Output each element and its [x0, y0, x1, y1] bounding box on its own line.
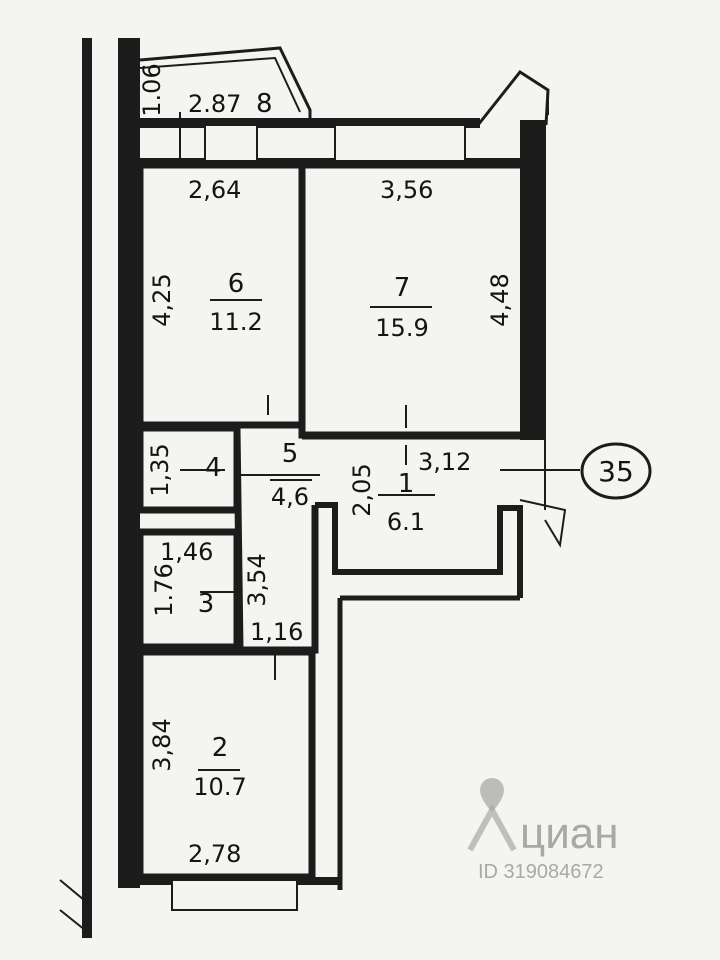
room-7-area: 15.9	[375, 314, 428, 342]
room-3-height: 1.76	[150, 563, 178, 616]
room-5-number: 5	[282, 439, 299, 469]
room-2-area: 10.7	[193, 773, 246, 801]
room-5-height: 3,54	[243, 553, 271, 606]
room-2-walls	[136, 648, 340, 911]
room-7-number: 7	[394, 273, 411, 303]
location-pin-icon	[480, 778, 504, 812]
room-5-area: 4,6	[271, 483, 309, 511]
cian-watermark: циан ID 319084672	[467, 778, 619, 883]
room-2-height: 3,84	[148, 718, 176, 771]
room-6-area: 11.2	[209, 308, 262, 336]
room-4-height: 1,35	[146, 443, 174, 496]
watermark-brand: циан	[520, 809, 619, 858]
cian-logo-mark	[467, 803, 517, 852]
balcony-outline	[139, 46, 480, 160]
room-2-width: 2,78	[188, 840, 241, 868]
room-1-area: 6.1	[387, 508, 425, 536]
room-4-number: 4	[205, 453, 222, 483]
apartment-number: 35	[598, 455, 634, 488]
room-3-number: 3	[198, 589, 215, 619]
room-8-height: 1.06	[138, 63, 166, 116]
room-8-width: 2.87	[188, 90, 241, 118]
room-2-number: 2	[212, 733, 229, 763]
middle-rooms	[136, 424, 567, 890]
watermark-id: ID 319084672	[478, 861, 604, 883]
room-7-width: 3,56	[380, 176, 433, 204]
room-1-number: 1	[398, 469, 415, 499]
room-5-width: 1,16	[250, 618, 303, 646]
outer-wall	[59, 38, 140, 938]
room-7-height: 4,48	[486, 273, 514, 326]
apartment-number-badge: 35	[580, 442, 652, 500]
right-wall	[520, 120, 545, 440]
room-1-width: 3,12	[418, 448, 471, 476]
room-6-number: 6	[228, 269, 245, 299]
room-6-height: 4,25	[148, 273, 176, 326]
room-1-height: 2,05	[348, 463, 376, 516]
tick-marks	[180, 299, 580, 771]
room-6-width: 2,64	[188, 176, 241, 204]
room-8-number: 8	[256, 89, 273, 119]
room-3-width: 1,46	[160, 538, 213, 566]
